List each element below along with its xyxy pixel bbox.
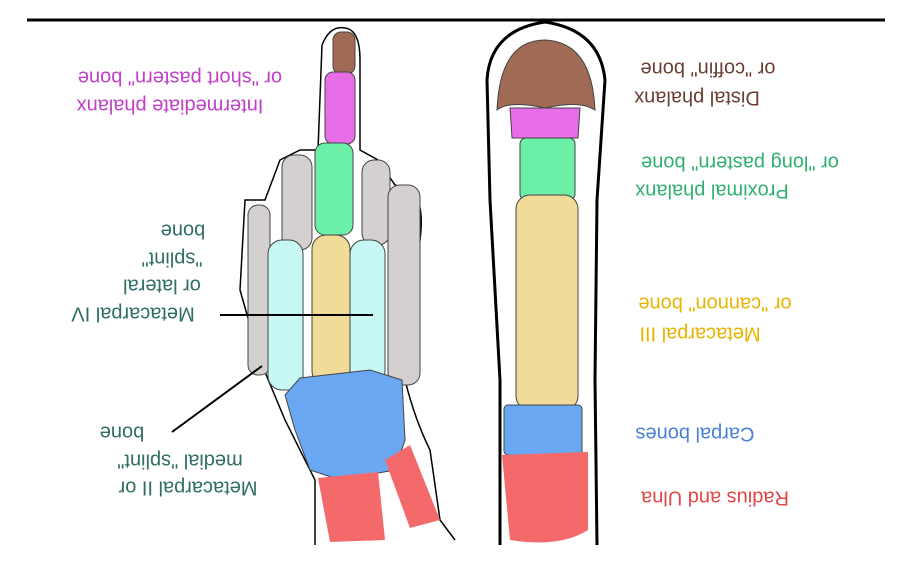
human-hand bbox=[239, 26, 456, 545]
intermediate-phalanx-human bbox=[324, 71, 356, 145]
ring-finger-bones bbox=[361, 159, 391, 246]
radius-ulna-horse bbox=[502, 452, 588, 543]
label-intermediate-line1: Intermediate phalanx bbox=[77, 95, 264, 117]
label-metacarpal2-line2: medial "splint" bbox=[117, 450, 242, 472]
index-finger-bones bbox=[281, 154, 313, 251]
ulna-human bbox=[385, 445, 440, 528]
hand-outline-left bbox=[239, 44, 323, 545]
horse-leg bbox=[485, 20, 607, 546]
label-distal-line2: or "coffin" bone bbox=[640, 58, 775, 80]
distal-phalanx-horse bbox=[496, 39, 596, 112]
proximal-phalanx-horse bbox=[519, 137, 576, 201]
thumb-bones bbox=[247, 204, 271, 376]
label-metacarpal4-line1: Metacarpal IV bbox=[71, 303, 195, 325]
label-distal-line1: Distal phalanx bbox=[634, 87, 760, 109]
label-proximal-line1: Proximal phalanx bbox=[635, 180, 788, 202]
label-carpal: Carpal bones bbox=[636, 423, 755, 445]
intermediate-phalanx-horse bbox=[509, 107, 581, 139]
label-intermediate-line2: or "short pastern" bone bbox=[78, 67, 282, 89]
label-radius-ulna: Radius and Ulna bbox=[640, 487, 789, 509]
carpal-bones-horse bbox=[503, 404, 583, 456]
label-metacarpal3-line2: or "cannon" bone bbox=[638, 293, 791, 315]
leg-outline bbox=[485, 20, 607, 546]
radius-human bbox=[318, 472, 385, 542]
label-metacarpal2-line1: Metacarpal II or bbox=[118, 477, 257, 499]
metacarpal-3-human bbox=[311, 234, 351, 386]
label-metacarpal3-line1: Metacarpal III bbox=[639, 323, 760, 345]
proximal-phalanx-human bbox=[314, 142, 354, 236]
metacarpal-4-human bbox=[349, 239, 386, 386]
little-finger-bones bbox=[387, 184, 421, 386]
label-metacarpal4-line4: bone bbox=[161, 220, 206, 242]
label-metacarpal4-line2: or lateral bbox=[123, 275, 201, 297]
label-metacarpal2-line3: bone bbox=[100, 422, 145, 444]
label-metacarpal4-line3: "splint" bbox=[142, 248, 203, 270]
metacarpal-3-horse bbox=[515, 194, 579, 411]
label-proximal-line2: or "long pastern" bone bbox=[641, 152, 839, 174]
leader-line-metacarpal-2 bbox=[171, 365, 263, 433]
distal-phalanx-human bbox=[332, 31, 356, 75]
